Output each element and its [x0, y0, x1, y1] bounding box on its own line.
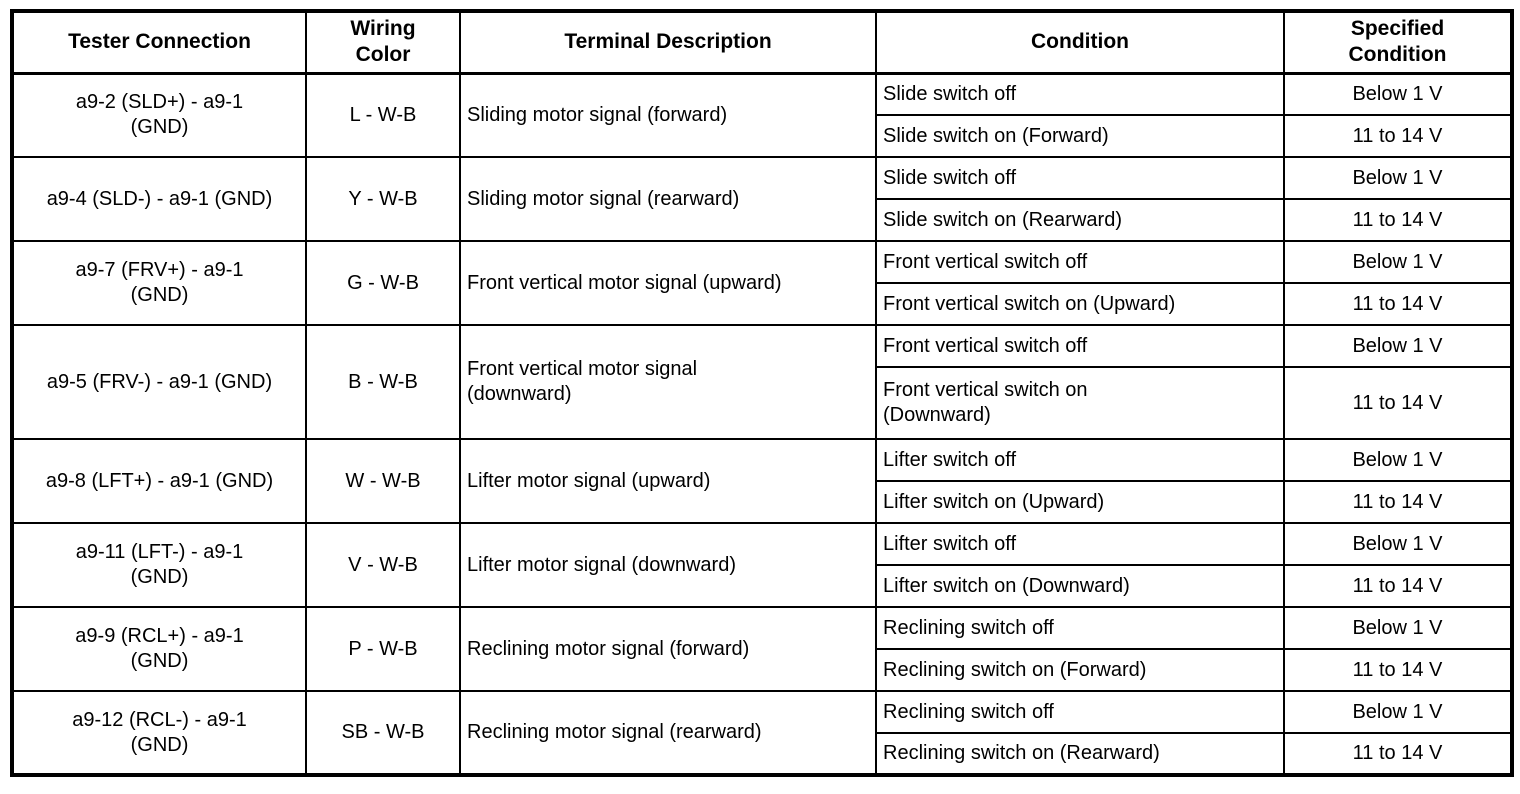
condition-cell: Reclining switch off	[875, 690, 1285, 734]
wiring-color-cell: SB - W-B	[305, 690, 461, 776]
table-row: a9-9 (RCL+) - a9-1 (GND) P - W-B Reclini…	[11, 606, 1513, 692]
specified-condition-cell: Below 1 V	[1283, 522, 1513, 566]
table-row: a9-7 (FRV+) - a9-1 (GND) G - W-B Front v…	[11, 240, 1513, 326]
condition-cell: Reclining switch on (Forward)	[875, 648, 1285, 692]
terminal-description-cell: Lifter motor signal (downward)	[459, 522, 877, 608]
table-row: Reclining switch on (Rearward) 11 to 14 …	[12, 732, 1513, 776]
condition-cell: Front vertical switch on (Downward)	[875, 366, 1285, 440]
terminal-description-cell: Lifter motor signal (upward)	[459, 438, 877, 524]
column-header-wiring-color: Wiring Color	[305, 10, 461, 75]
terminal-description-cell: Sliding motor signal (forward)	[459, 72, 877, 158]
tester-connection-cell: a9-2 (SLD+) - a9-1 (GND)	[11, 72, 307, 158]
table-row: Lifter switch on (Downward) 11 to 14 V	[12, 564, 1513, 608]
table-row: a9-5 (FRV-) - a9-1 (GND) B - W-B Front v…	[11, 324, 1513, 440]
condition-cell: Lifter switch on (Upward)	[875, 480, 1285, 524]
condition-cell: Front vertical switch off	[875, 240, 1285, 284]
terminal-description-cell: Sliding motor signal (rearward)	[459, 156, 877, 242]
specified-condition-cell: 11 to 14 V	[1283, 648, 1513, 692]
terminal-description-cell: Front vertical motor signal (upward)	[459, 240, 877, 326]
wiring-color-cell: Y - W-B	[305, 156, 461, 242]
header-row: Tester Connection Wiring Color Terminal …	[11, 10, 1513, 75]
wiring-color-cell: P - W-B	[305, 606, 461, 692]
wiring-color-cell: W - W-B	[305, 438, 461, 524]
condition-cell: Front vertical switch on (Upward)	[875, 282, 1285, 326]
table-row: Front vertical switch on (Downward) 11 t…	[12, 366, 1513, 440]
specified-condition-cell: 11 to 14 V	[1283, 282, 1513, 326]
condition-cell: Slide switch on (Forward)	[875, 114, 1285, 158]
tester-connection-cell: a9-9 (RCL+) - a9-1 (GND)	[11, 606, 307, 692]
wiring-color-cell: V - W-B	[305, 522, 461, 608]
condition-cell: Lifter switch off	[875, 522, 1285, 566]
table-row: a9-8 (LFT+) - a9-1 (GND) W - W-B Lifter …	[11, 438, 1513, 524]
tester-connection-cell: a9-5 (FRV-) - a9-1 (GND)	[11, 324, 307, 440]
table-row: Front vertical switch on (Upward) 11 to …	[12, 282, 1513, 326]
wiring-color-cell: L - W-B	[305, 72, 461, 158]
wiring-color-cell: B - W-B	[305, 324, 461, 440]
specified-condition-cell: Below 1 V	[1283, 324, 1513, 368]
condition-cell: Reclining switch off	[875, 606, 1285, 650]
tester-connection-cell: a9-4 (SLD-) - a9-1 (GND)	[11, 156, 307, 242]
specified-condition-cell: Below 1 V	[1283, 438, 1513, 482]
terminal-description-cell: Reclining motor signal (forward)	[459, 606, 877, 692]
column-header-specified-condition: Specified Condition	[1283, 10, 1513, 75]
specified-condition-cell: 11 to 14 V	[1283, 480, 1513, 524]
table-row: a9-12 (RCL-) - a9-1 (GND) SB - W-B Recli…	[11, 690, 1513, 776]
condition-cell: Front vertical switch off	[875, 324, 1285, 368]
condition-cell: Slide switch off	[875, 156, 1285, 200]
table-row: a9-2 (SLD+) - a9-1 (GND) L - W-B Sliding…	[11, 72, 1513, 158]
specified-condition-cell: 11 to 14 V	[1283, 564, 1513, 608]
condition-cell: Slide switch off	[875, 72, 1285, 116]
specified-condition-cell: Below 1 V	[1283, 156, 1513, 200]
table-row: Slide switch on (Rearward) 11 to 14 V	[12, 198, 1513, 242]
specified-condition-cell: 11 to 14 V	[1283, 732, 1513, 776]
table-row: a9-4 (SLD-) - a9-1 (GND) Y - W-B Sliding…	[11, 156, 1513, 242]
specified-condition-cell: Below 1 V	[1283, 240, 1513, 284]
table-row: Reclining switch on (Forward) 11 to 14 V	[12, 648, 1513, 692]
tester-connection-cell: a9-8 (LFT+) - a9-1 (GND)	[11, 438, 307, 524]
condition-cell: Lifter switch off	[875, 438, 1285, 482]
terminal-description-cell: Reclining motor signal (rearward)	[459, 690, 877, 776]
specified-condition-cell: Below 1 V	[1283, 690, 1513, 734]
specified-condition-cell: 11 to 14 V	[1283, 366, 1513, 440]
table-row: a9-11 (LFT-) - a9-1 (GND) V - W-B Lifter…	[11, 522, 1513, 608]
specified-condition-cell: Below 1 V	[1283, 72, 1513, 116]
condition-cell: Slide switch on (Rearward)	[875, 198, 1285, 242]
specified-condition-cell: 11 to 14 V	[1283, 198, 1513, 242]
tester-connection-cell: a9-12 (RCL-) - a9-1 (GND)	[11, 690, 307, 776]
column-header-tester-connection: Tester Connection	[11, 10, 307, 75]
specified-condition-cell: Below 1 V	[1283, 606, 1513, 650]
tester-connection-cell: a9-11 (LFT-) - a9-1 (GND)	[11, 522, 307, 608]
table-row: Lifter switch on (Upward) 11 to 14 V	[12, 480, 1513, 524]
condition-cell: Reclining switch on (Rearward)	[875, 732, 1285, 776]
tester-connection-cell: a9-7 (FRV+) - a9-1 (GND)	[11, 240, 307, 326]
specification-table: Tester Connection Wiring Color Terminal …	[10, 9, 1514, 777]
column-header-terminal-description: Terminal Description	[459, 10, 877, 75]
wiring-color-cell: G - W-B	[305, 240, 461, 326]
condition-cell: Lifter switch on (Downward)	[875, 564, 1285, 608]
specified-condition-cell: 11 to 14 V	[1283, 114, 1513, 158]
table-row: Slide switch on (Forward) 11 to 14 V	[12, 114, 1513, 158]
column-header-condition: Condition	[875, 10, 1285, 75]
terminal-description-cell: Front vertical motor signal (downward)	[459, 324, 877, 440]
